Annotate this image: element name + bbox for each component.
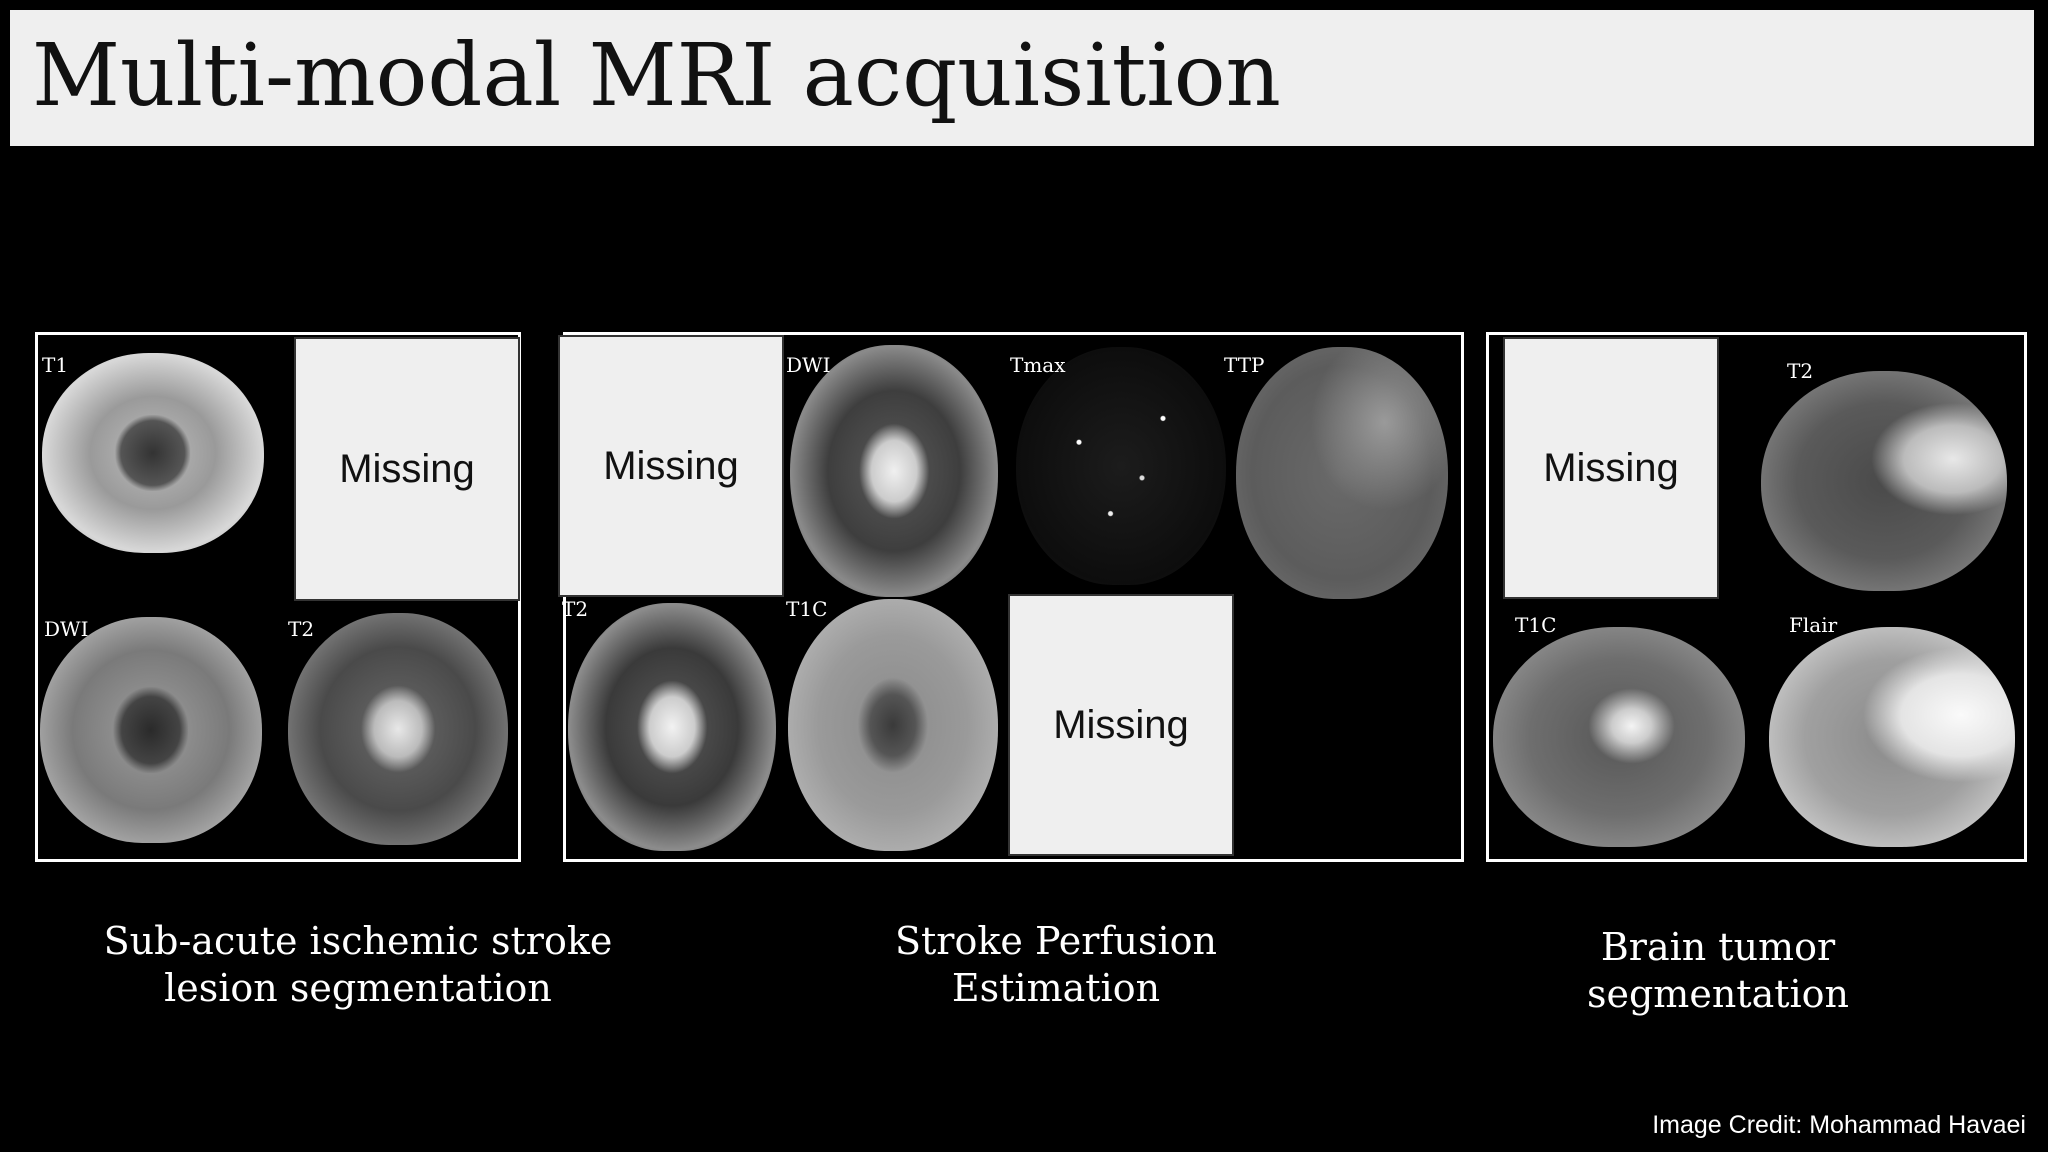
label-t2: T2 [1787,359,1814,383]
scan-flair [1769,627,2015,847]
label-dwi: DWI [44,617,89,641]
label-dwi: DWI [786,353,831,377]
caption-line-1: Brain tumor [1600,925,1836,969]
missing-box-bottom: Missing [1008,594,1234,856]
scan-t1c [788,599,998,851]
label-t1c: T1C [786,597,828,621]
caption-stroke-lesion: Sub-acute ischemic stroke lesion segment… [58,918,658,1012]
missing-label-bottom: Missing [1053,702,1189,747]
scan-tmax [1016,347,1226,585]
missing-label: Missing [339,446,475,491]
scan-dwi [790,345,998,597]
missing-box-top: Missing [558,335,784,597]
scan-t2 [1761,371,2007,591]
label-flair: Flair [1789,613,1838,637]
slide-title: Multi-modal MRI acquisition [32,26,1281,126]
caption-line-1: Stroke Perfusion [895,919,1217,963]
caption-brain-tumor: Brain tumor segmentation [1518,924,1918,1018]
label-ttp: TTP [1224,353,1265,377]
caption-perfusion: Stroke Perfusion Estimation [806,918,1306,1012]
missing-label: Missing [1543,445,1679,490]
scan-ttp [1236,347,1448,599]
label-t2: T2 [562,597,589,621]
scan-t2 [288,613,508,845]
scan-dwi [40,617,262,843]
title-bar: Multi-modal MRI acquisition [10,10,2034,146]
scan-t1 [42,353,264,553]
caption-line-1: Sub-acute ischemic stroke [103,919,613,963]
panel-stroke-lesion: T1 Missing DWI T2 [35,332,521,862]
image-credit: Image Credit: Mohammad Havaei [1652,1111,2026,1139]
missing-box: Missing [294,337,520,601]
caption-line-2: Estimation [951,966,1161,1010]
scan-t1c [1493,627,1745,847]
missing-label-top: Missing [603,443,739,488]
missing-box: Missing [1503,337,1719,599]
label-tmax: Tmax [1010,353,1066,377]
scan-t2 [568,603,776,851]
panel-perfusion: Missing DWI Tmax TTP T2 T1C Missing [558,332,1464,862]
label-t2: T2 [288,617,315,641]
panel-brain-tumor: Missing T2 T1C Flair [1486,332,2027,862]
caption-line-2: lesion segmentation [164,966,552,1010]
label-t1c: T1C [1515,613,1557,637]
label-t1: T1 [42,353,69,377]
caption-line-2: segmentation [1586,972,1849,1016]
